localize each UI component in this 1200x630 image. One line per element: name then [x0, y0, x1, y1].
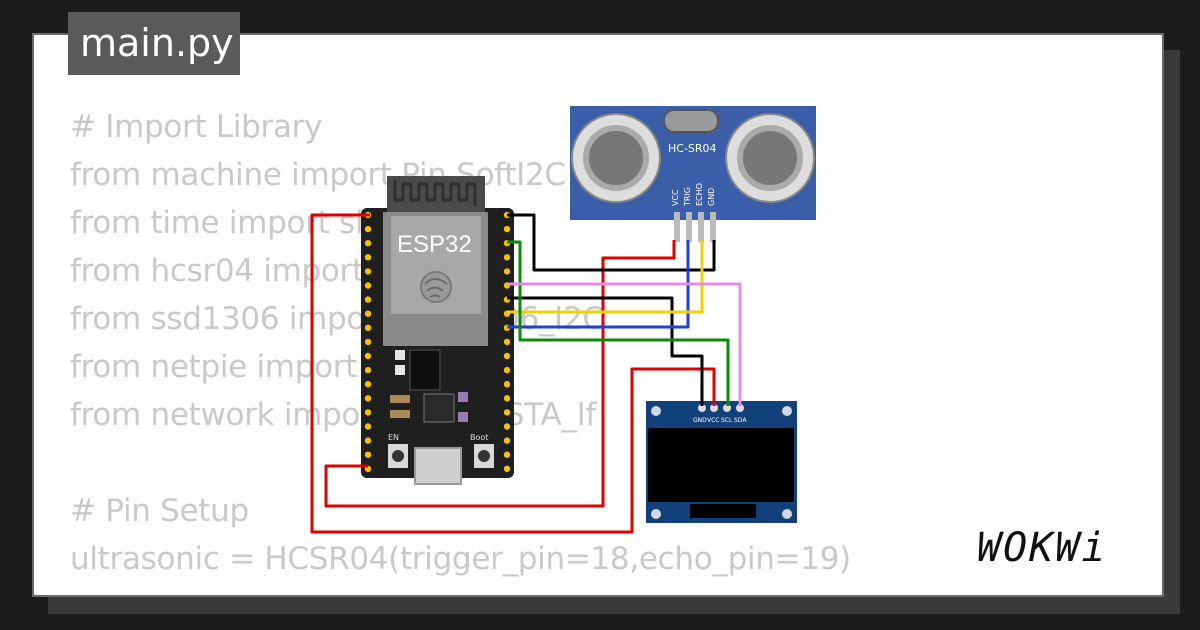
- code-line: # Import Library: [70, 109, 323, 145]
- esp32-pin[interactable]: [364, 451, 372, 458]
- esp32-pin[interactable]: [503, 352, 511, 360]
- esp32-pin[interactable]: [364, 352, 372, 360]
- esp32-pin[interactable]: [503, 451, 511, 458]
- esp32-pin[interactable]: [364, 381, 372, 388]
- oled-pin-label: SCL: [721, 417, 733, 424]
- esp32-pin[interactable]: [364, 310, 372, 317]
- hcsr04-pin[interactable]: [698, 212, 704, 242]
- wire-pink-sda[interactable]: [507, 282, 742, 406]
- wire-red-hcsr04-vcc[interactable]: [324, 240, 676, 508]
- esp32-pin[interactable]: [364, 254, 372, 261]
- hcsr04-sensor[interactable]: HC-SR04 VCC TRIG ECHO GND: [570, 106, 816, 242]
- esp32-pin[interactable]: [364, 437, 372, 444]
- hcsr04-pin-label: ECHO: [695, 183, 704, 206]
- en-label: EN: [388, 433, 399, 442]
- esp32-pin[interactable]: [364, 366, 372, 374]
- ssd1306-oled[interactable]: GND VCC SCL SDA: [646, 401, 797, 523]
- esp32-pin[interactable]: [364, 268, 372, 275]
- transducer-left-icon: [571, 113, 661, 203]
- oled-pin-label: VCC: [707, 417, 719, 424]
- file-tab[interactable]: main.py: [68, 12, 240, 75]
- hcsr04-label: HC-SR04: [668, 142, 717, 155]
- oled-screen: [648, 428, 794, 502]
- esp32-pin[interactable]: [364, 338, 372, 346]
- wire-blue-trig[interactable]: [507, 240, 690, 329]
- esp32-pin[interactable]: [503, 423, 511, 430]
- esp32-pin[interactable]: [364, 423, 372, 430]
- esp32-pin[interactable]: [364, 296, 372, 303]
- hcsr04-pin[interactable]: [686, 212, 692, 242]
- boot-label: Boot: [470, 433, 488, 442]
- wire-green-scl[interactable]: [507, 240, 730, 406]
- wire-yellow-echo[interactable]: [507, 240, 704, 314]
- esp32-pin[interactable]: [364, 282, 372, 289]
- esp32-pin[interactable]: [503, 254, 511, 261]
- esp32-board[interactable]: ESP32 EN Boot: [361, 176, 514, 485]
- esp32-pin[interactable]: [503, 268, 511, 275]
- esp32-pin[interactable]: [503, 409, 511, 416]
- esp32-pin[interactable]: [503, 437, 511, 444]
- file-tab-label: main.py: [80, 21, 234, 65]
- hcsr04-pin-label: VCC: [671, 189, 680, 206]
- esp32-pin[interactable]: [503, 381, 511, 388]
- wires: [310, 213, 742, 534]
- code-line: from machine import Pin SoftI2C: [70, 157, 566, 193]
- code-preview: # Import Library from machine import Pin…: [70, 103, 851, 583]
- code-line: ultrasonic = HCSR04(trigger_pin=18,echo_…: [70, 541, 851, 577]
- esp32-pin[interactable]: [503, 465, 511, 472]
- esp32-pin[interactable]: [364, 240, 372, 247]
- espressif-logo-icon: [420, 271, 452, 303]
- esp32-label: ESP32: [397, 231, 472, 258]
- esp32-right-pin-header: [503, 211, 511, 472]
- wire-red-esp-vin[interactable]: [310, 213, 716, 534]
- en-button-knob: [392, 450, 404, 462]
- transducer-right-icon: [725, 113, 815, 203]
- esp32-pin[interactable]: [364, 324, 372, 331]
- wire-black-hcsr04-gnd[interactable]: [507, 213, 716, 272]
- esp32-pin[interactable]: [364, 395, 372, 402]
- esp32-left-pin-header: [364, 211, 372, 472]
- code-line: # Pin Setup: [70, 493, 249, 529]
- esp32-pin[interactable]: [503, 225, 511, 233]
- esp32-pin[interactable]: [503, 395, 511, 402]
- esp32-pin[interactable]: [503, 338, 511, 346]
- hcsr04-pin[interactable]: [674, 212, 680, 242]
- wokwi-logo[interactable]: WOKWi: [977, 525, 1108, 571]
- esp32-pin[interactable]: [364, 225, 372, 233]
- wire-black-oled-gnd[interactable]: [507, 296, 704, 406]
- hcsr04-pin-label: GND: [707, 188, 716, 206]
- hcsr04-pin[interactable]: [710, 212, 716, 242]
- oled-pin-label: SDA: [734, 417, 747, 424]
- code-line: from time import sleep: [70, 205, 421, 241]
- esp32-pin[interactable]: [364, 409, 372, 416]
- hcsr04-pin-label: TRIG: [683, 187, 692, 207]
- oled-pin-label: GND: [693, 417, 707, 424]
- esp32-pin[interactable]: [503, 366, 511, 374]
- boot-button-knob: [478, 450, 490, 462]
